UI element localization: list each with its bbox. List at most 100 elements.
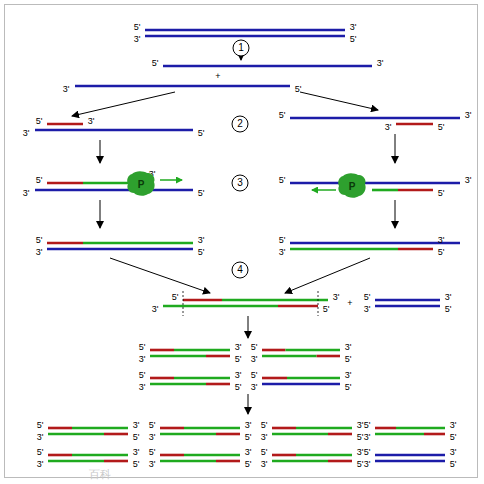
dna-strand [75,85,290,88]
dna-strand [396,427,445,430]
end-label: 5' [251,342,258,352]
end-label: 5' [279,175,286,185]
dna-strand [184,427,240,430]
flow-arrow [100,200,101,228]
end-label: 3' [37,459,44,469]
end-label: 3' [23,128,30,138]
end-label: 3' [133,447,140,457]
dna-strand [290,117,460,120]
end-label: 3' [333,292,340,302]
end-label: 5' [198,247,205,257]
end-label: 3' [364,432,371,442]
end-label: 3' [235,370,242,380]
dna-strand [375,299,440,302]
dna-strand [262,383,340,386]
end-label: 5' [133,459,140,469]
dna-strand [272,427,296,430]
end-label: 5' [37,420,44,430]
end-label: 3' [279,247,286,257]
end-label: 5' [251,370,258,380]
dna-strand [296,454,352,457]
blob-fill [127,171,154,196]
end-label: 3' [364,459,371,469]
dna-strand [160,433,216,436]
end-label: 3' [450,420,457,430]
extension-arrow [312,189,336,191]
dna-strand [272,460,328,463]
plus-sign: + [347,298,352,308]
dna-strand [398,248,433,251]
end-label: 5' [198,188,205,198]
end-label: 3' [63,84,70,94]
end-label: 3' [350,22,357,32]
dna-strand [375,454,445,457]
end-label: 5' [279,235,286,245]
end-label: 3' [133,420,140,430]
end-label: 3' [152,304,159,314]
end-label: 3' [450,447,457,457]
dna-strand [290,182,460,185]
dna-strand [375,427,396,430]
end-label: 3' [37,432,44,442]
dna-strand [174,377,230,380]
dna-strand [317,355,340,358]
step-circle [232,262,248,278]
end-label: 5' [139,370,146,380]
end-label: 5' [357,432,364,442]
end-label: 5' [134,22,141,32]
dna-strand [272,454,296,457]
dna-strand [150,377,174,380]
dna-strand [163,65,372,68]
end-label: 3' [445,292,452,302]
flow-arrow [395,134,396,163]
end-label: 5' [345,382,352,392]
dna-strand [290,242,460,245]
end-label: 5' [364,447,371,457]
dna-strand [35,129,193,132]
dna-strand [72,454,128,457]
dna-strand [184,454,240,457]
end-label: 3' [134,34,141,44]
end-label: 3' [261,432,268,442]
flow-arrow [248,394,249,414]
polymerase-label: P [138,178,145,189]
dna-strand [375,305,440,308]
end-label: 5' [36,116,43,126]
dna-strand [163,305,278,308]
end-label: 3' [235,342,242,352]
blob-fill [338,173,365,198]
end-label: 3' [261,459,268,469]
dna-strand [160,460,216,463]
step-circle [232,175,248,191]
end-label: 3' [465,175,472,185]
dna-strand [150,355,206,358]
dna-strand [48,460,104,463]
flow-arrow [72,92,175,116]
end-label: 3' [198,235,205,245]
end-label: 5' [445,304,452,314]
end-label: 3' [357,447,364,457]
dna-strand [145,29,345,32]
end-label: 5' [139,342,146,352]
step-number: 1 [238,43,244,53]
dna-strand [216,460,240,463]
dna-strand [206,355,230,358]
dna-strand [262,355,317,358]
end-label: 5' [37,447,44,457]
end-label: 5' [345,354,352,364]
dna-strand [104,460,128,463]
flow-arrow [248,316,249,338]
end-label: 3' [251,354,258,364]
extension-arrow [160,179,182,181]
dna-strand [174,349,230,352]
end-label: 5' [152,58,159,68]
cut-line [318,291,319,316]
dna-strand [375,460,445,463]
end-label: 5' [245,432,252,442]
dna-strand [47,242,83,245]
end-label: 3' [345,342,352,352]
dna-strand [48,433,104,436]
flow-arrow [100,140,101,163]
plus-sign: + [215,71,220,81]
